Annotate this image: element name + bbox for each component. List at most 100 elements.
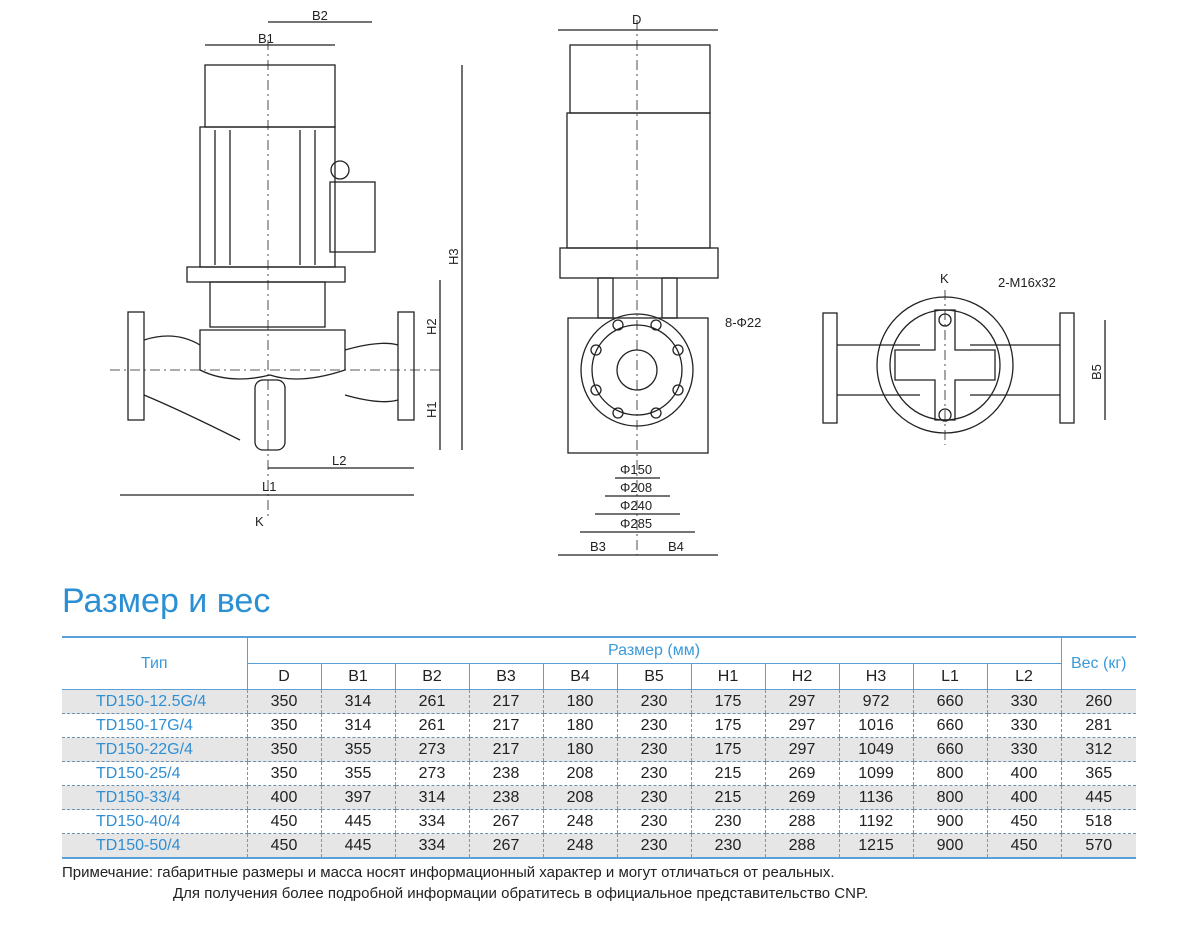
cell-h1: 230 bbox=[690, 833, 765, 859]
cell-h3: 1192 bbox=[838, 809, 913, 834]
cell-b4: 248 bbox=[542, 833, 617, 859]
footnote: Примечание: габаритные размеры и масса н… bbox=[62, 862, 868, 904]
cell-b2: 273 bbox=[394, 761, 469, 786]
cell-b4: 180 bbox=[542, 689, 617, 714]
cell-b3: 238 bbox=[468, 785, 543, 810]
cell-b1: 314 bbox=[320, 689, 395, 714]
top-view: K 2-M16x32 B5 bbox=[822, 271, 1106, 445]
cell-b5: 230 bbox=[616, 713, 691, 738]
type-cell: TD150-22G/4 bbox=[62, 737, 247, 762]
cell-l1: 660 bbox=[912, 737, 987, 762]
cell-h2: 297 bbox=[764, 737, 839, 762]
type-cell: TD150-50/4 bbox=[62, 833, 247, 859]
cell-l1: 900 bbox=[912, 809, 987, 834]
cell-b4: 180 bbox=[542, 713, 617, 738]
cell-b5: 230 bbox=[616, 689, 691, 714]
cell-d: 450 bbox=[246, 833, 321, 859]
cell-b5: 230 bbox=[616, 809, 691, 834]
cell-b1: 397 bbox=[320, 785, 395, 810]
cell-l2: 400 bbox=[986, 761, 1061, 786]
label-phi150: Φ150 bbox=[620, 462, 652, 477]
column-header-h1: H1 bbox=[690, 663, 766, 690]
type-header: Тип bbox=[62, 636, 248, 690]
type-cell: TD150-25/4 bbox=[62, 761, 247, 786]
cell-d: 350 bbox=[246, 713, 321, 738]
cell-b5: 230 bbox=[616, 833, 691, 859]
cell-l2: 450 bbox=[986, 809, 1061, 834]
label-phi285: Φ285 bbox=[620, 516, 652, 531]
label-l2: L2 bbox=[332, 453, 346, 468]
cell-b4: 208 bbox=[542, 761, 617, 786]
label-h2: H2 bbox=[424, 318, 439, 335]
weight-cell: 260 bbox=[1060, 689, 1136, 714]
cell-b3: 238 bbox=[468, 761, 543, 786]
cell-h3: 1215 bbox=[838, 833, 913, 859]
cell-h2: 297 bbox=[764, 689, 839, 714]
cell-h1: 215 bbox=[690, 761, 765, 786]
cell-b3: 217 bbox=[468, 737, 543, 762]
column-header-d: D bbox=[246, 663, 322, 690]
label-b1: B1 bbox=[258, 31, 274, 46]
cell-b1: 355 bbox=[320, 737, 395, 762]
cell-b1: 445 bbox=[320, 833, 395, 859]
pump-dimension-drawing: B1 B2 H3 H2 H1 L2 L1 K D 8-Φ22 Φ150 Φ208… bbox=[110, 8, 1106, 556]
column-header-l2: L2 bbox=[986, 663, 1062, 690]
cell-l1: 800 bbox=[912, 785, 987, 810]
label-l1: L1 bbox=[262, 479, 276, 494]
cell-h1: 175 bbox=[690, 713, 765, 738]
weight-cell: 312 bbox=[1060, 737, 1136, 762]
column-header-l1: L1 bbox=[912, 663, 988, 690]
label-d: D bbox=[632, 12, 641, 27]
cell-b2: 334 bbox=[394, 833, 469, 859]
label-phi208: Φ208 bbox=[620, 480, 652, 495]
cell-d: 350 bbox=[246, 689, 321, 714]
cell-l1: 800 bbox=[912, 761, 987, 786]
cell-h1: 175 bbox=[690, 689, 765, 714]
cell-h2: 288 bbox=[764, 809, 839, 834]
type-cell: TD150-40/4 bbox=[62, 809, 247, 834]
cell-h1: 175 bbox=[690, 737, 765, 762]
cell-b3: 217 bbox=[468, 689, 543, 714]
label-phi240: Φ240 bbox=[620, 498, 652, 513]
label-b4: B4 bbox=[668, 539, 684, 554]
size-header: Размер (мм) bbox=[246, 636, 1062, 664]
cell-d: 400 bbox=[246, 785, 321, 810]
cell-d: 350 bbox=[246, 761, 321, 786]
cell-l2: 400 bbox=[986, 785, 1061, 810]
cell-h3: 972 bbox=[838, 689, 913, 714]
cell-l1: 660 bbox=[912, 713, 987, 738]
cell-l1: 660 bbox=[912, 689, 987, 714]
cell-d: 450 bbox=[246, 809, 321, 834]
cell-l1: 900 bbox=[912, 833, 987, 859]
weight-cell: 365 bbox=[1060, 761, 1136, 786]
cell-b4: 180 bbox=[542, 737, 617, 762]
cell-h3: 1099 bbox=[838, 761, 913, 786]
label-holes: 8-Φ22 bbox=[725, 315, 761, 330]
cell-b3: 217 bbox=[468, 713, 543, 738]
cell-h1: 215 bbox=[690, 785, 765, 810]
label-h3: H3 bbox=[446, 248, 461, 265]
column-header-b4: B4 bbox=[542, 663, 618, 690]
column-header-h2: H2 bbox=[764, 663, 840, 690]
weight-cell: 518 bbox=[1060, 809, 1136, 834]
label-b3: B3 bbox=[590, 539, 606, 554]
label-h1: H1 bbox=[424, 401, 439, 418]
section-title: Размер и вес bbox=[62, 582, 271, 620]
cell-l2: 450 bbox=[986, 833, 1061, 859]
cell-b2: 261 bbox=[394, 713, 469, 738]
column-header-b3: B3 bbox=[468, 663, 544, 690]
note-line-1: Примечание: габаритные размеры и масса н… bbox=[62, 864, 835, 881]
label-bolts: 2-M16x32 bbox=[998, 275, 1056, 290]
cell-b2: 314 bbox=[394, 785, 469, 810]
type-cell: TD150-17G/4 bbox=[62, 713, 247, 738]
note-line-2: Для получения более подробной информации… bbox=[173, 885, 869, 902]
cell-b1: 314 bbox=[320, 713, 395, 738]
